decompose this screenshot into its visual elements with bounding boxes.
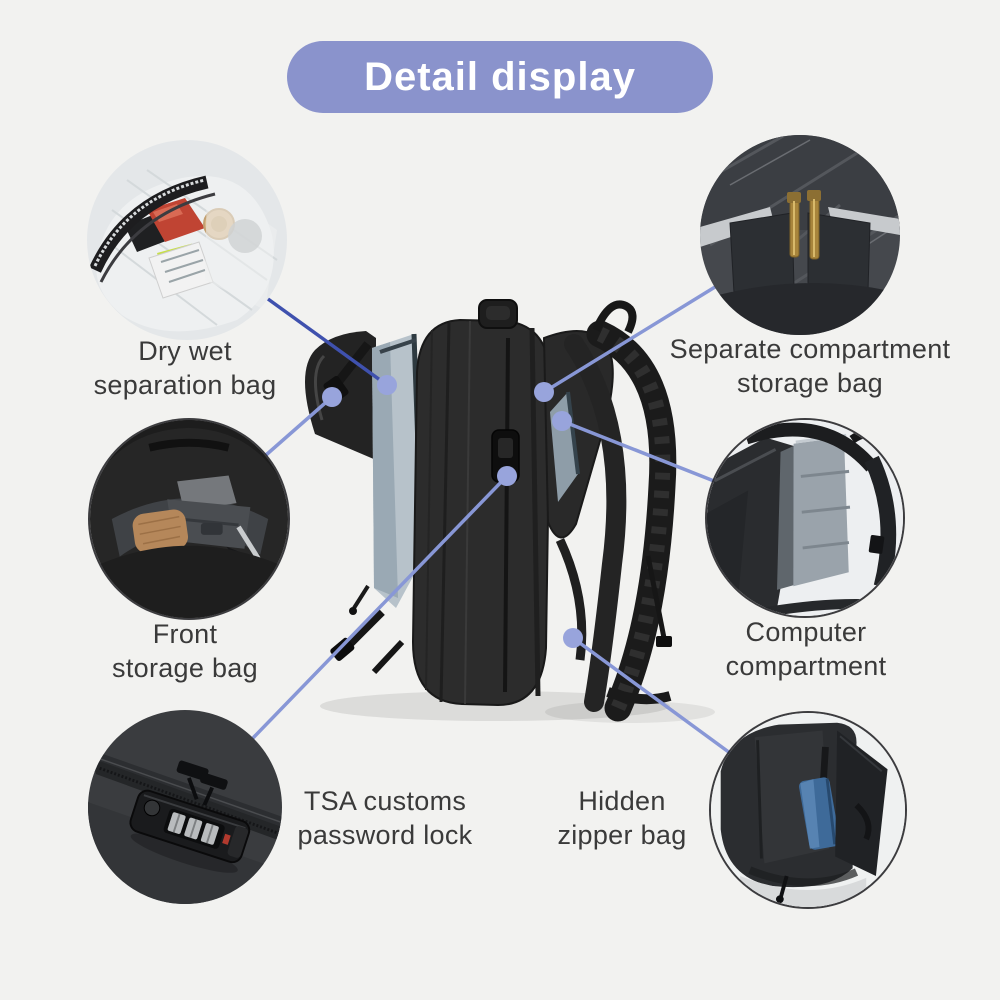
label-line: Separate compartment xyxy=(669,334,951,364)
feature-photo-front-storage-bag xyxy=(90,420,288,618)
feature-label-tsa-customs-password-lock: TSA customs password lock xyxy=(235,784,535,852)
leader-line-separate-compartment xyxy=(543,285,716,394)
leader-dot-hidden-zipper xyxy=(563,628,583,648)
label-line: storage bag xyxy=(737,368,883,398)
feature-photo-computer-compartment xyxy=(707,420,903,616)
label-line: zipper bag xyxy=(557,820,687,850)
label-line: password lock xyxy=(297,820,473,850)
combination-lock xyxy=(129,789,251,873)
zipper-pulls xyxy=(176,760,228,806)
feature-photo-tsa-customs-password-lock xyxy=(88,710,282,904)
title-banner: Detail display xyxy=(287,41,713,113)
feature-label-front-storage-bag: Front storage bag xyxy=(35,617,335,685)
page-title: Detail display xyxy=(364,54,636,99)
backpack-shoulder-straps xyxy=(555,300,677,722)
feature-photo-dry-wet-separation-bag xyxy=(87,140,287,340)
leader-dot-front-storage xyxy=(322,387,342,407)
backpack-bottom-straps xyxy=(330,584,405,675)
feature-photo-separate-compartment-storage-bag xyxy=(700,135,900,335)
gold-zippers xyxy=(787,190,821,260)
blue-device xyxy=(799,777,840,850)
backpack-illustration xyxy=(305,299,715,723)
feature-label-separate-compartment-storage-bag: Separate compartment storage bag xyxy=(645,332,975,400)
label-line: Dry wet xyxy=(138,336,232,366)
label-line: Front xyxy=(152,619,218,649)
leader-line-front-storage xyxy=(264,395,334,457)
label-line: storage bag xyxy=(112,653,258,683)
label-line: separation bag xyxy=(93,370,277,400)
leader-line-tsa-lock xyxy=(251,474,509,740)
label-line: TSA customs xyxy=(303,786,467,816)
label-line: Hidden xyxy=(578,786,666,816)
leader-line-hidden-zipper xyxy=(571,636,732,755)
leader-dot-dry-wet xyxy=(377,375,397,395)
feature-label-dry-wet-separation-bag: Dry wet separation bag xyxy=(35,334,335,402)
leader-dot-computer xyxy=(552,411,572,431)
label-line: Computer xyxy=(745,617,867,647)
feature-label-computer-compartment: Computer compartment xyxy=(656,615,956,683)
leader-dot-separate-compartment xyxy=(534,382,554,402)
leader-dot-tsa-lock xyxy=(497,466,517,486)
feature-photo-hidden-zipper-bag xyxy=(711,713,905,907)
feature-label-hidden-zipper-bag: Hidden zipper bag xyxy=(472,784,772,852)
label-line: compartment xyxy=(725,651,887,681)
leader-line-computer xyxy=(561,419,715,483)
leader-line-dry-wet xyxy=(266,297,389,387)
